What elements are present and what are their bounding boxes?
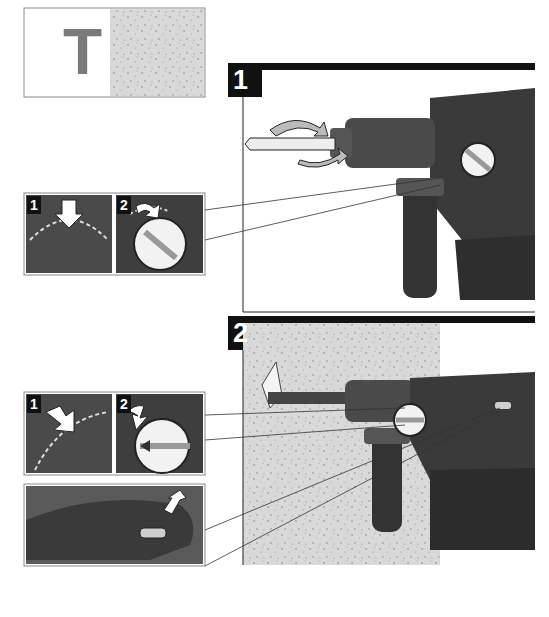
- callout-number: 1: [232, 67, 249, 94]
- mode-symbol: T: [62, 20, 103, 84]
- callout-number: 1: [27, 395, 41, 413]
- callout-number: 2: [117, 196, 131, 214]
- callout-number: 2: [117, 395, 131, 413]
- callout-number: 2: [232, 320, 249, 347]
- mode-symbol-box: [24, 8, 205, 97]
- leader-lines: [205, 178, 500, 566]
- inset-row-1: [24, 193, 205, 275]
- step-2-panel: [228, 316, 535, 565]
- rotary-hammer-1: [245, 88, 535, 300]
- rotary-hammer-2: [268, 372, 535, 550]
- callout-number: 1: [27, 196, 41, 214]
- inset-row-2: [24, 392, 205, 475]
- inset-lock-button: [24, 484, 205, 566]
- step-1-panel: [228, 63, 535, 312]
